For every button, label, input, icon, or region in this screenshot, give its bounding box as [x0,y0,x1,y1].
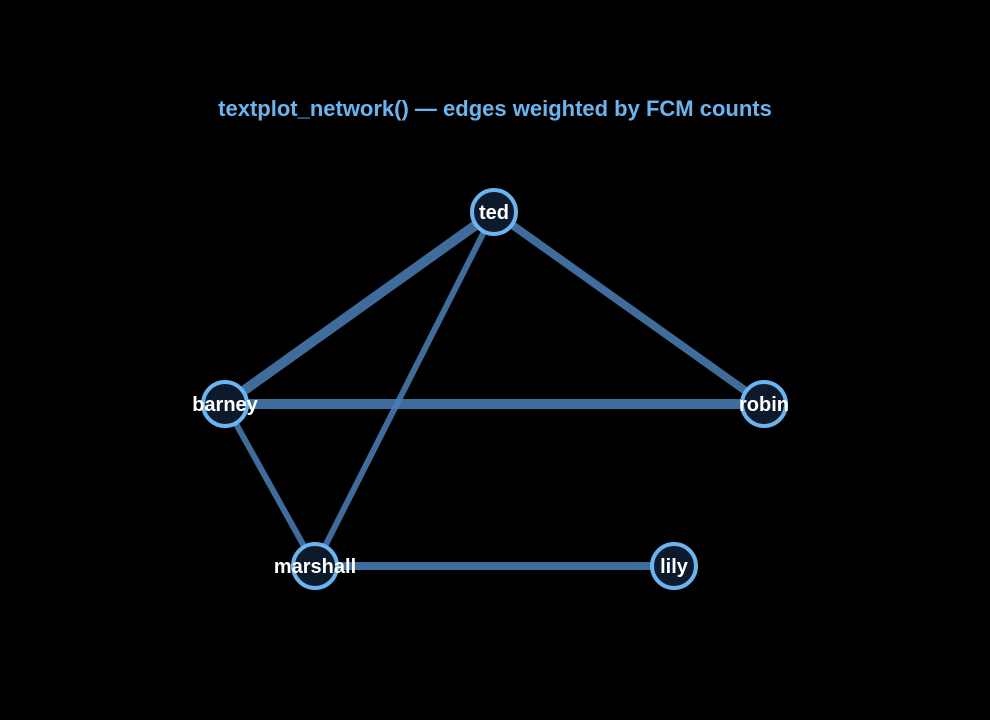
plot-title: textplot_network() — edges weighted by F… [218,96,772,121]
node-barney[interactable]: barney [192,380,259,428]
node-label-marshall: marshall [274,556,356,578]
edge-barney-marshall [222,401,318,569]
nodes-layer: ted barney robin marshall lily [192,188,789,590]
node-robin[interactable]: robin [739,380,789,428]
edge-ted-barney [220,207,499,409]
edge-ted-robin [490,208,768,408]
node-label-robin: robin [739,394,789,416]
node-circle-barney[interactable] [201,380,249,428]
node-lily[interactable]: lily [650,542,698,590]
node-circle-lily[interactable] [650,542,698,590]
node-label-ted: ted [479,202,509,224]
node-circle-marshall[interactable] [291,542,339,590]
node-marshall[interactable]: marshall [274,542,356,590]
edges-layer [220,207,769,570]
edge-ted-marshall [312,209,497,569]
node-circle-ted[interactable] [470,188,518,236]
node-circle-robin[interactable] [740,380,788,428]
node-label-lily: lily [660,556,689,578]
node-label-barney: barney [192,394,258,416]
node-ted[interactable]: ted [470,188,518,236]
